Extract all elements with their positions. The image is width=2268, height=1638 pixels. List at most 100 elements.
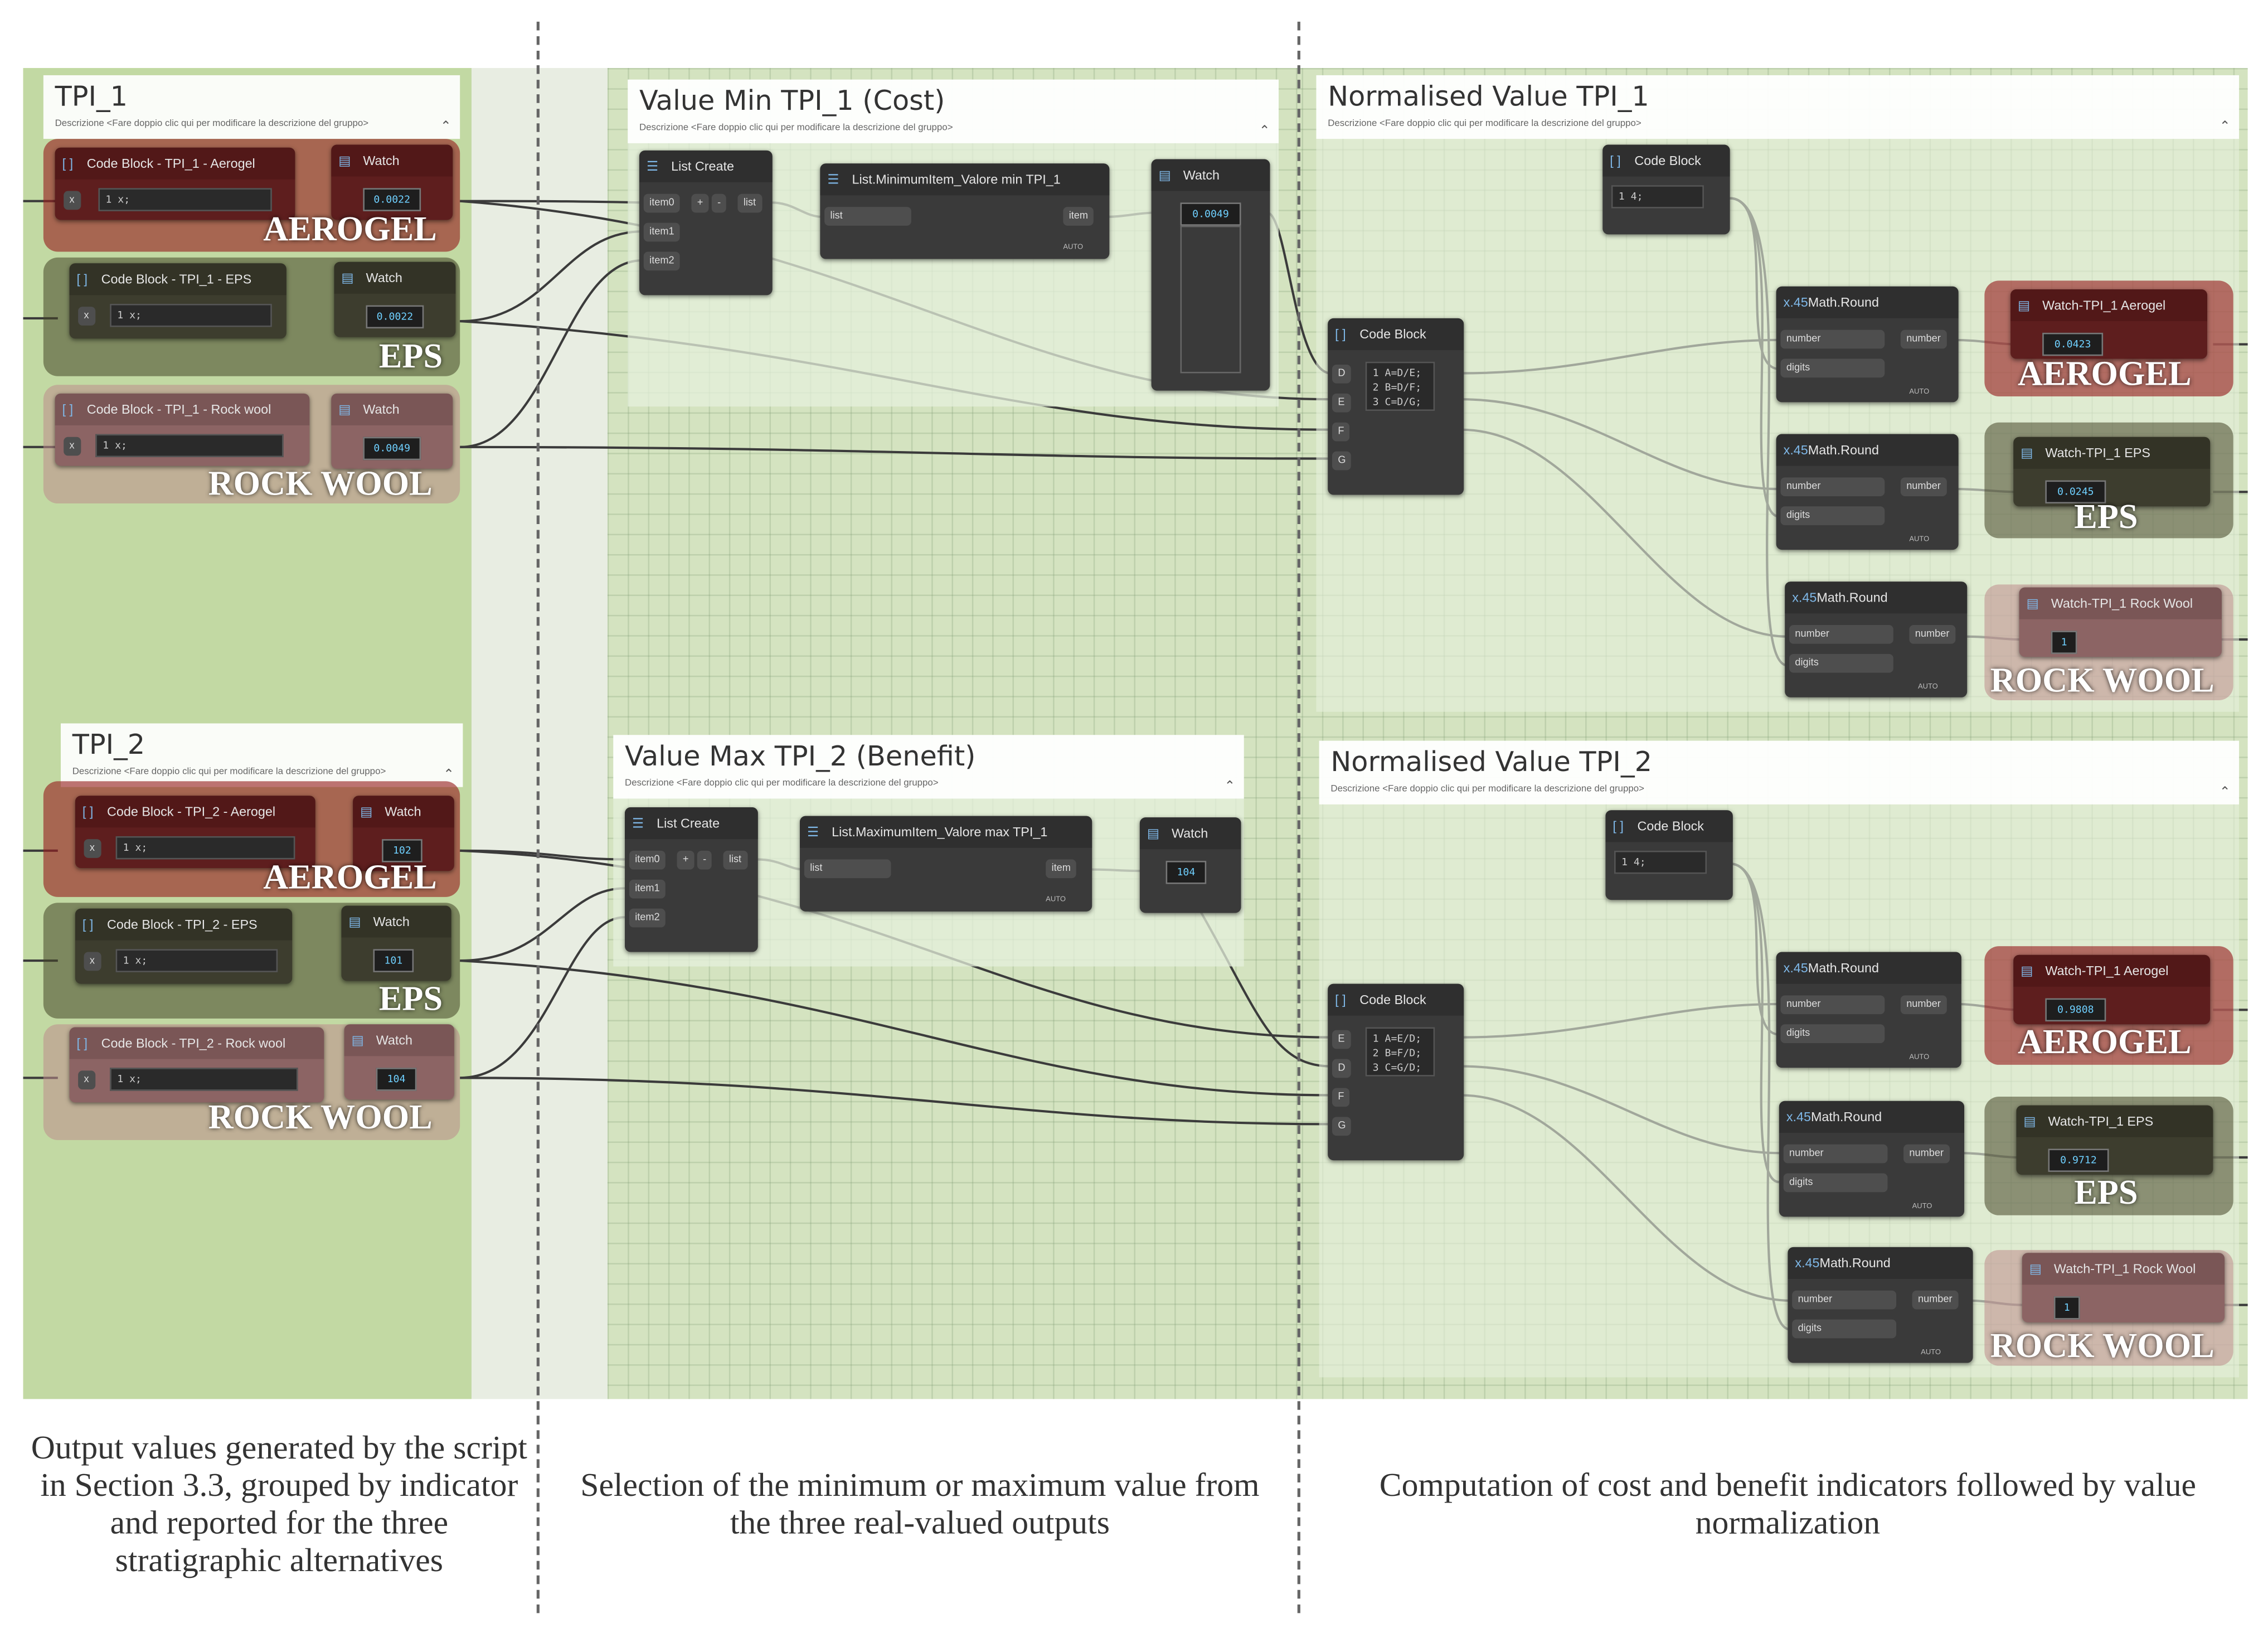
code-block-tpi2-aerogel[interactable]: [ ]Code Block - TPI_2 - Aerogel x 1 x; [75, 796, 315, 868]
code-block-tpi2-eps[interactable]: [ ]Code Block - TPI_2 - EPS x 1 x; [75, 908, 293, 984]
input-port-digits[interactable]: digits [1789, 653, 1893, 673]
input-port-list[interactable]: list [804, 859, 891, 879]
output-port-number[interactable]: number [1903, 1144, 1950, 1164]
code-editor[interactable]: 1 x; [115, 836, 295, 860]
output-port-number[interactable]: number [1900, 477, 1947, 497]
output-port-number[interactable]: number [1900, 995, 1947, 1015]
lacing-auto[interactable]: AUTO [1063, 243, 1084, 252]
group-description[interactable]: Descrizione <Fare doppio clic qui per mo… [72, 767, 386, 777]
group-tpi2[interactable]: TPI_2 Descrizione <Fare doppio clic qui … [60, 723, 463, 1143]
input-port-x[interactable]: x [64, 191, 81, 210]
watch-n1-eps[interactable]: ▤Watch-TPI_1 EPS 0.0245 [2013, 437, 2211, 507]
input-port-digits[interactable]: digits [1792, 1319, 1897, 1339]
collapse-icon[interactable]: ⌃ [1259, 123, 1270, 138]
list-create-min[interactable]: ☰List Create item0 + - list item1 item2 [639, 150, 773, 295]
collapse-icon[interactable]: ⌃ [1224, 778, 1236, 793]
list-minimum-item[interactable]: ☰List.MinimumItem_Valore min TPI_1 list … [820, 163, 1110, 259]
input-port-f[interactable]: F [1332, 1088, 1350, 1107]
lacing-auto[interactable]: AUTO [1909, 535, 1930, 544]
add-input-button[interactable]: + [691, 193, 709, 213]
input-port-x[interactable]: x [84, 952, 101, 971]
code-editor[interactable]: 1 4; [1611, 185, 1704, 209]
input-port-list[interactable]: list [824, 207, 911, 226]
output-port-number[interactable]: number [1909, 625, 1955, 644]
lacing-auto[interactable]: AUTO [1046, 895, 1066, 904]
watch-tpi2-rockwool[interactable]: ▤Watch 104 [344, 1024, 454, 1100]
collapse-icon[interactable]: ⌃ [2219, 784, 2231, 799]
watch-n2-aerogel[interactable]: ▤Watch-TPI_1 Aerogel 0.9808 [2013, 954, 2211, 1025]
remove-input-button[interactable]: - [697, 850, 712, 870]
lacing-auto[interactable]: AUTO [1912, 1202, 1932, 1211]
input-port-number[interactable]: number [1780, 995, 1885, 1015]
input-port-item0[interactable]: item0 [629, 850, 666, 870]
list-maximum-item[interactable]: ☰List.MaximumItem_Valore max TPI_1 list … [800, 816, 1092, 912]
input-port-digits[interactable]: digits [1780, 358, 1885, 378]
input-port-number[interactable]: number [1780, 477, 1885, 497]
input-port-item2[interactable]: item2 [629, 908, 666, 928]
collapse-icon[interactable]: ⌃ [440, 118, 451, 133]
output-port-number[interactable]: number [1912, 1290, 1958, 1310]
code-editor[interactable]: 1 x; [115, 949, 278, 972]
output-port-item[interactable]: item [1063, 207, 1094, 226]
output-port-number[interactable]: number [1900, 329, 1947, 349]
input-port-item1[interactable]: item1 [643, 222, 680, 242]
input-port-item2[interactable]: item2 [643, 251, 680, 271]
watch-n1-aerogel[interactable]: ▤Watch-TPI_1 Aerogel 0.0423 [2010, 289, 2207, 359]
code-block-four-tpi1[interactable]: [ ]Code Block 1 4; [1602, 144, 1730, 235]
input-port-number[interactable]: number [1783, 1144, 1888, 1164]
watch-tpi1-rockwool[interactable]: ▤Watch 0.0049 [331, 393, 453, 469]
watch-tpi2-eps[interactable]: ▤Watch 101 [341, 905, 451, 981]
watch-tpi2-aerogel[interactable]: ▤Watch 102 [353, 796, 454, 871]
code-editor[interactable]: 1 x; [95, 434, 284, 458]
code-editor[interactable]: 1 A=E/D; 2 B=F/D; 3 C=G/D; [1365, 1027, 1435, 1077]
lacing-auto[interactable]: AUTO [1921, 1348, 1941, 1358]
input-port-x[interactable]: x [78, 307, 95, 326]
input-port-e[interactable]: E [1332, 393, 1351, 413]
output-port-list[interactable]: list [723, 850, 747, 870]
input-port-d[interactable]: D [1332, 1059, 1351, 1078]
input-port-e[interactable]: E [1332, 1030, 1351, 1049]
output-port-list[interactable]: list [737, 193, 762, 213]
input-port-digits[interactable]: digits [1780, 1024, 1885, 1043]
input-port-item1[interactable]: item1 [629, 879, 666, 899]
input-port-number[interactable]: number [1789, 625, 1893, 644]
input-port-g[interactable]: G [1332, 1117, 1352, 1136]
input-port-digits[interactable]: digits [1780, 506, 1885, 525]
code-editor[interactable]: 1 x; [110, 303, 272, 327]
group-description[interactable]: Descrizione <Fare doppio clic qui per mo… [55, 118, 369, 129]
lacing-auto[interactable]: AUTO [1909, 387, 1930, 397]
input-port-x[interactable]: x [64, 437, 81, 456]
lacing-auto[interactable]: AUTO [1917, 682, 1938, 692]
collapse-icon[interactable]: ⌃ [2219, 118, 2231, 133]
code-editor[interactable]: 1 x; [98, 188, 272, 211]
code-block-tpi1-aerogel[interactable]: [ ]Code Block - TPI_1 - Aerogel x 1 x; [55, 147, 295, 220]
code-editor[interactable]: 1 x; [110, 1068, 298, 1091]
input-port-number[interactable]: number [1780, 329, 1885, 349]
remove-input-button[interactable]: - [711, 193, 727, 213]
code-block-tpi1-eps[interactable]: [ ]Code Block - TPI_1 - EPS x 1 x; [69, 263, 286, 339]
group-description[interactable]: Descrizione <Fare doppio clic qui per mo… [625, 778, 939, 789]
group-tpi1[interactable]: TPI_1 Descrizione <Fare doppio clic qui … [43, 75, 460, 503]
lacing-auto[interactable]: AUTO [1909, 1053, 1930, 1062]
list-create-max[interactable]: ☰List Create item0 + - list item1 item2 [625, 807, 758, 952]
group-description[interactable]: Descrizione <Fare doppio clic qui per mo… [639, 123, 953, 133]
code-block-normalise-tpi2[interactable]: [ ]Code Block E D F G 1 A=E/D; 2 B=F/D; … [1328, 983, 1464, 1161]
code-block-four-tpi2[interactable]: [ ]Code Block 1 4; [1605, 810, 1733, 900]
watch-tpi1-aerogel[interactable]: ▤Watch 0.0022 [331, 144, 453, 220]
output-port-item[interactable]: item [1046, 859, 1077, 879]
input-port-d[interactable]: D [1332, 364, 1351, 384]
group-description[interactable]: Descrizione <Fare doppio clic qui per mo… [1330, 784, 1644, 794]
watch-n2-rockwool[interactable]: ▤Watch-TPI_1 Rock Wool 1 [2022, 1253, 2225, 1322]
watch-n1-rockwool[interactable]: ▤Watch-TPI_1 Rock Wool 1 [2019, 587, 2222, 657]
input-port-x[interactable]: x [78, 1070, 95, 1090]
code-block-tpi2-rockwool[interactable]: [ ]Code Block - TPI_2 - Rock wool x 1 x; [69, 1027, 324, 1103]
watch-n2-eps[interactable]: ▤Watch-TPI_1 EPS 0.9712 [2016, 1105, 2213, 1175]
group-description[interactable]: Descrizione <Fare doppio clic qui per mo… [1328, 118, 1641, 129]
watch-min-tpi1[interactable]: ▤Watch 0.0049 [1151, 159, 1270, 391]
code-block-normalise-tpi1[interactable]: [ ]Code Block D E F G 1 A=D/E; 2 B=D/F; … [1328, 318, 1464, 495]
